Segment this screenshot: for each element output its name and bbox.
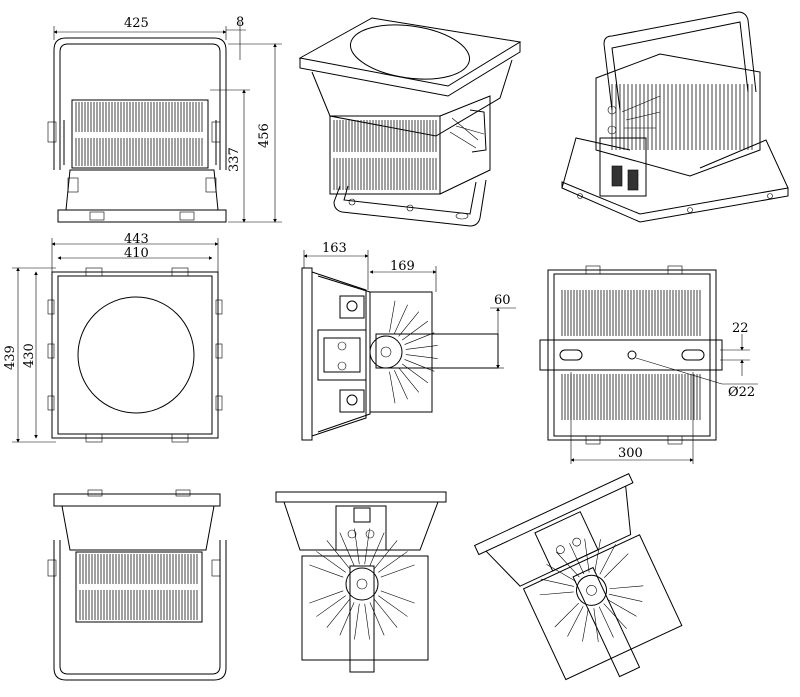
- isometric-back-view: [561, 11, 789, 223]
- front-view: 425 8 456 337: [47, 15, 282, 223]
- dim-top-width-inner: 410: [124, 246, 149, 261]
- dim-side-bracket-width: 60: [494, 293, 511, 308]
- side-fin-rays: [389, 300, 438, 404]
- dim-top-height-outer: 439: [3, 345, 18, 370]
- bottom-heatsink-fins: [79, 554, 198, 620]
- dim-side-bracket: 169: [390, 259, 415, 274]
- dim-top-width-outer: 443: [124, 232, 149, 247]
- rotated-view: [473, 473, 683, 681]
- dim-front-bracket-offset: 8: [236, 15, 244, 30]
- dim-back-hole: Ø22: [728, 385, 755, 400]
- side-view: 163 169 60: [301, 241, 516, 441]
- front-heatsink-fins: [75, 102, 203, 166]
- iso-back-heatsink-fins: [611, 84, 753, 150]
- top-view: 443 410 439 430: [3, 232, 223, 443]
- rotated-fin-rays: [539, 538, 644, 642]
- back-heatsink-fins: [561, 290, 701, 420]
- dim-top-height-inner: 430: [22, 343, 37, 368]
- bottom-side-view: [275, 491, 447, 673]
- bottom-front-view: [47, 489, 227, 681]
- dim-front-height-body: 337: [227, 147, 242, 172]
- isometric-front-view: [298, 17, 522, 227]
- iso-front-heatsink-fins: [333, 120, 437, 190]
- dim-front-height-total: 456: [257, 123, 272, 148]
- dim-back-slot: 22: [732, 321, 749, 336]
- dim-back-hole-spacing: 300: [618, 446, 643, 461]
- back-view: 22 Ø22 300: [539, 265, 758, 464]
- bottom-fin-rays: [309, 528, 415, 640]
- dim-front-width: 425: [124, 16, 149, 31]
- dim-side-depth: 163: [322, 241, 347, 256]
